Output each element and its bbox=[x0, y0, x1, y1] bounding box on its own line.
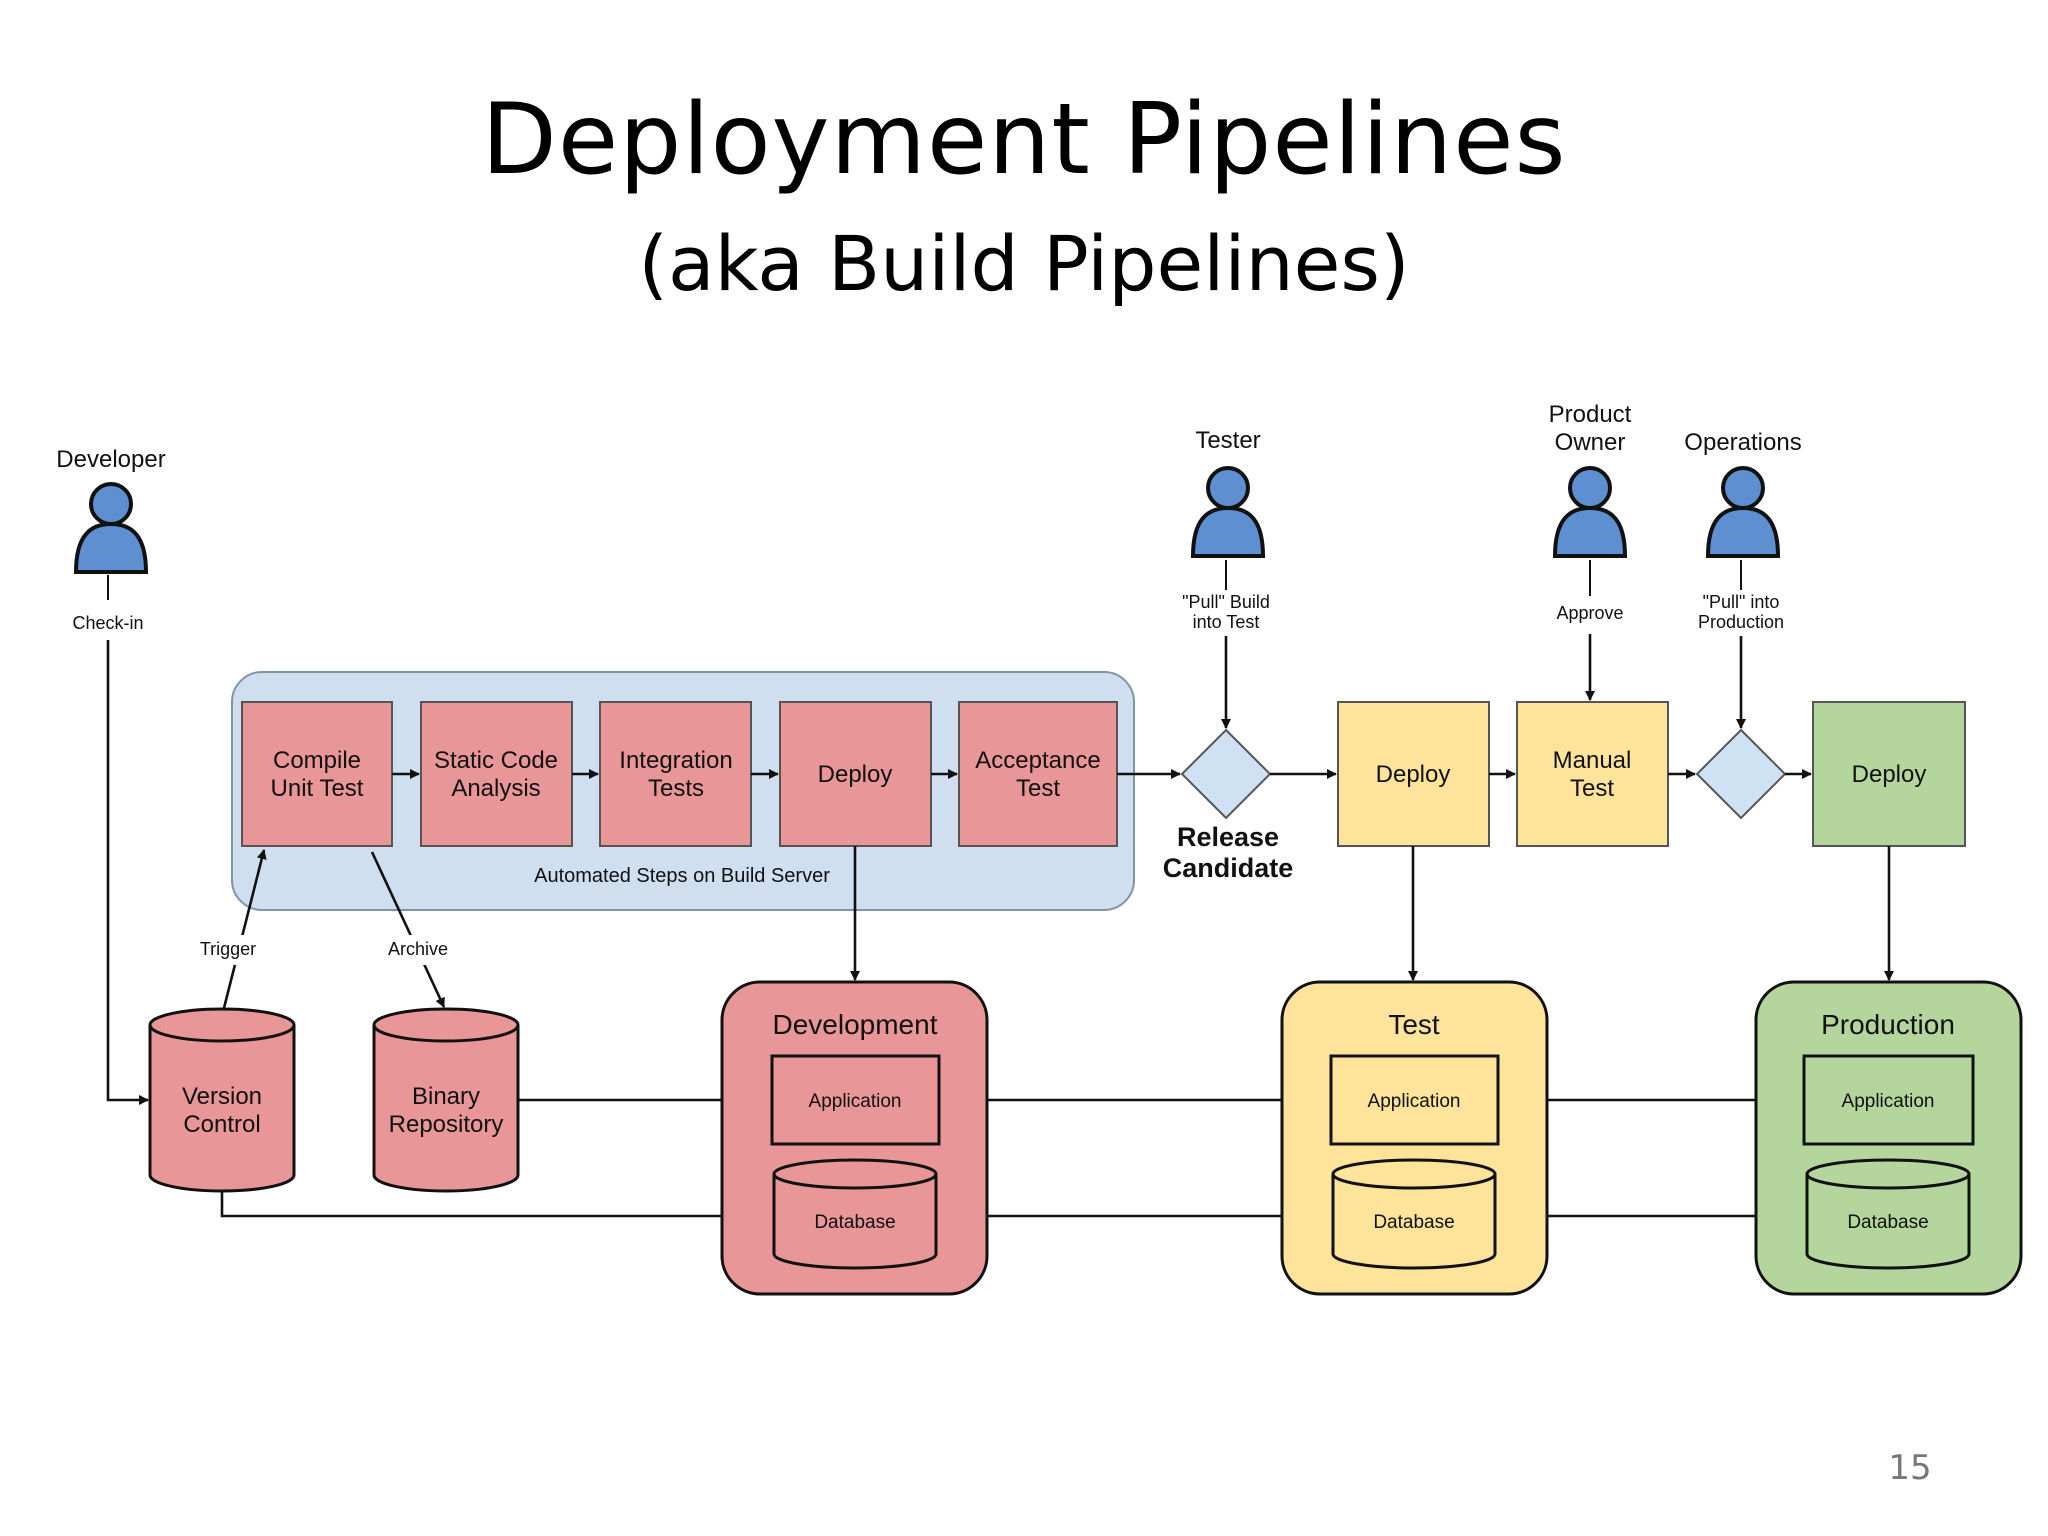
tester-action-1: "Pull" Build bbox=[1182, 592, 1270, 612]
arrow-vc-dev-db bbox=[220, 1191, 771, 1221]
step-static-label-1: Static Code bbox=[434, 747, 558, 774]
version-control-label-2: Control bbox=[183, 1111, 260, 1138]
development-database-label: Database bbox=[814, 1212, 895, 1233]
developer-actor: Developer Check-in bbox=[56, 446, 165, 633]
step-compile-label-1: Compile bbox=[273, 747, 361, 774]
binary-repository: Binary Repository bbox=[372, 1007, 520, 1193]
trigger-label-bg bbox=[170, 935, 286, 965]
trigger-label: Trigger bbox=[200, 939, 256, 959]
person-icon bbox=[1552, 466, 1628, 558]
slide-title: Deployment Pipelines bbox=[481, 83, 1567, 197]
arrow-checkin-version-control bbox=[106, 640, 149, 1105]
environment-test: Test Application Database bbox=[1280, 980, 1549, 1296]
page-number: 15 bbox=[1888, 1448, 1932, 1488]
operations-action-1: "Pull" into bbox=[1703, 592, 1780, 612]
release-candidate-diamond bbox=[1180, 728, 1272, 820]
test-title: Test bbox=[1388, 1009, 1440, 1040]
step-deploy-dev: Deploy bbox=[779, 701, 932, 847]
step-static-analysis: Static Code Analysis bbox=[420, 701, 573, 847]
stage-deploy-production-label: Deploy bbox=[1852, 761, 1927, 788]
production-database-label: Database bbox=[1847, 1212, 1928, 1233]
step-acceptance-label-1: Acceptance bbox=[975, 747, 1100, 774]
stage-deploy-test: Deploy bbox=[1337, 701, 1490, 847]
environment-development: Development Application Database bbox=[720, 980, 989, 1296]
build-server-label: Automated Steps on Build Server bbox=[534, 865, 830, 887]
development-title: Development bbox=[773, 1009, 938, 1040]
person-icon bbox=[1705, 466, 1781, 558]
production-application-box bbox=[1802, 1054, 1975, 1146]
person-icon bbox=[1190, 466, 1266, 558]
slide-subtitle: (aka Build Pipelines) bbox=[638, 219, 1410, 308]
archive-label-bg bbox=[360, 935, 476, 965]
product-owner-label-2: Owner bbox=[1555, 429, 1626, 456]
step-static-label-2: Analysis bbox=[451, 775, 540, 802]
developer-label: Developer bbox=[56, 446, 165, 473]
test-application-box bbox=[1329, 1054, 1500, 1146]
release-candidate-label-2: Candidate bbox=[1163, 853, 1294, 883]
check-in-label: Check-in bbox=[72, 613, 143, 633]
stage-manual-label-2: Test bbox=[1570, 775, 1614, 802]
approve-label: Approve bbox=[1556, 603, 1623, 623]
test-database-label: Database bbox=[1373, 1212, 1454, 1233]
operations-action-2: Production bbox=[1698, 612, 1784, 632]
release-candidate-label-1: Release bbox=[1177, 822, 1279, 852]
tester-actor: Tester "Pull" Build into Test bbox=[1182, 427, 1270, 632]
production-gate-diamond bbox=[1695, 728, 1787, 820]
test-database: Database bbox=[1331, 1158, 1497, 1270]
production-application-label: Application bbox=[1842, 1091, 1935, 1112]
development-application-box bbox=[770, 1054, 941, 1146]
development-database: Database bbox=[772, 1158, 938, 1270]
step-integration-tests: Integration Tests bbox=[599, 701, 752, 847]
step-compile-label-2: Unit Test bbox=[271, 775, 364, 802]
version-control-label-1: Version bbox=[182, 1083, 262, 1110]
operations-label: Operations bbox=[1684, 429, 1801, 456]
arrow-archive bbox=[370, 851, 446, 1008]
person-icon bbox=[73, 482, 149, 574]
binary-repository-label-1: Binary bbox=[412, 1083, 480, 1110]
archive-label: Archive bbox=[388, 939, 448, 959]
test-application-label: Application bbox=[1368, 1091, 1461, 1112]
step-compile: Compile Unit Test bbox=[241, 701, 393, 847]
product-owner-label-1: Product bbox=[1549, 401, 1632, 428]
step-acceptance-label-2: Test bbox=[1016, 775, 1060, 802]
step-acceptance-test: Acceptance Test bbox=[958, 701, 1118, 847]
tester-label: Tester bbox=[1195, 427, 1260, 454]
stage-manual-label-1: Manual bbox=[1553, 747, 1632, 774]
arrow-trigger bbox=[222, 849, 267, 1009]
stage-deploy-test-label: Deploy bbox=[1376, 761, 1451, 788]
tester-action-2: into Test bbox=[1193, 612, 1260, 632]
step-deploy-dev-label: Deploy bbox=[818, 761, 893, 788]
operations-actor: Operations "Pull" into Production bbox=[1684, 429, 1801, 632]
version-control-repository: Version Control bbox=[148, 1007, 296, 1193]
stage-deploy-production: Deploy bbox=[1812, 701, 1966, 847]
production-database: Database bbox=[1805, 1158, 1971, 1270]
step-integration-label-1: Integration bbox=[619, 747, 732, 774]
production-title: Production bbox=[1821, 1009, 1955, 1040]
environment-production: Production Application Database bbox=[1754, 980, 2023, 1296]
binary-repository-label-2: Repository bbox=[389, 1111, 504, 1138]
product-owner-actor: Product Owner Approve bbox=[1549, 401, 1632, 623]
stage-manual-test: Manual Test bbox=[1516, 701, 1669, 847]
step-integration-label-2: Tests bbox=[648, 775, 704, 802]
development-application-label: Application bbox=[809, 1091, 902, 1112]
